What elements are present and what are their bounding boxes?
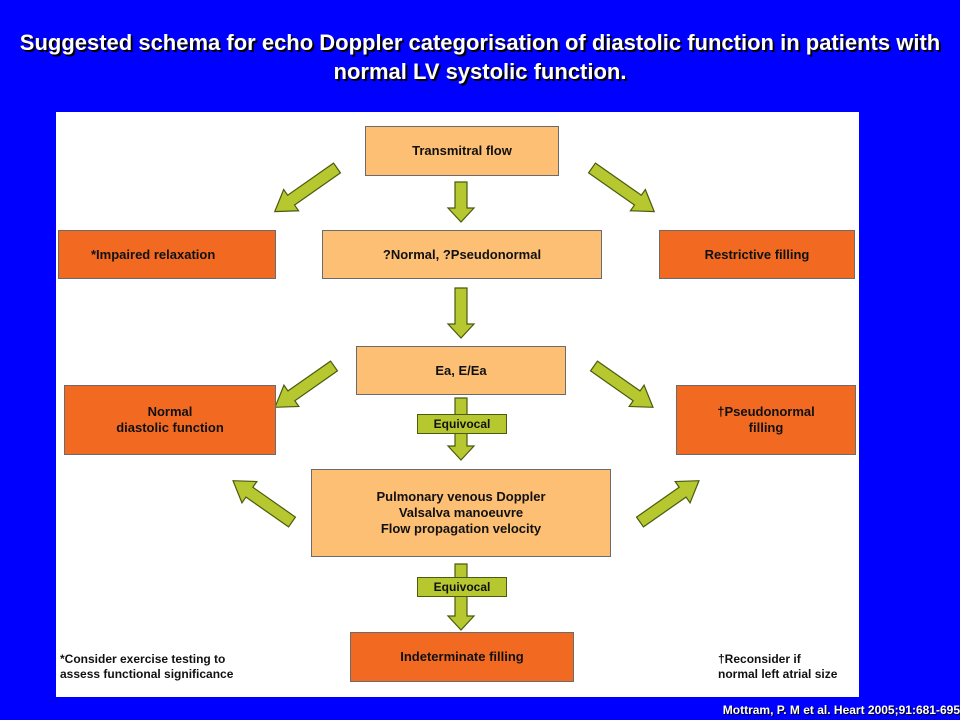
box-normal-pseudonormal: ?Normal, ?Pseudonormal bbox=[322, 230, 602, 279]
diagram-panel: Transmitral flow *Impaired relaxation ?N… bbox=[56, 112, 859, 697]
box-indeterminate-filling: Indeterminate filling bbox=[350, 632, 574, 682]
citation: Mottram, P. M et al. Heart 2005;91:681-6… bbox=[722, 703, 960, 717]
arrow-to-normal-diastolic bbox=[274, 360, 339, 408]
box-normal-diastolic-function: Normal diastolic function bbox=[64, 385, 276, 455]
arrow-down-2 bbox=[446, 287, 476, 339]
note-reconsider: †Reconsider if normal left atrial size bbox=[718, 652, 838, 681]
arrow-pulmonary-to-pseudonormal bbox=[635, 480, 700, 528]
arrow-to-restrictive bbox=[587, 162, 656, 213]
arrow-to-pseudonormal bbox=[589, 360, 654, 408]
box-impaired-relaxation: *Impaired relaxation bbox=[58, 230, 276, 279]
arrow-to-impaired bbox=[273, 162, 342, 213]
box-ea-eea: Ea, E/Ea bbox=[356, 346, 566, 395]
slide-title: Suggested schema for echo Doppler catego… bbox=[19, 30, 941, 84]
arrow-down-4 bbox=[446, 563, 476, 631]
arrow-layer bbox=[232, 162, 700, 631]
note-exercise-testing: *Consider exercise testing to assess fun… bbox=[60, 652, 234, 681]
tag-equivocal-1: Equivocal bbox=[417, 414, 507, 434]
box-restrictive-filling: Restrictive filling bbox=[659, 230, 855, 279]
tag-equivocal-2: Equivocal bbox=[417, 577, 507, 597]
box-transmitral-flow: Transmitral flow bbox=[365, 126, 559, 176]
arrow-down-1 bbox=[446, 181, 476, 223]
box-pulmonary-tests: Pulmonary venous Doppler Valsalva manoeu… bbox=[311, 469, 611, 557]
box-pseudonormal-filling: †Pseudonormal filling bbox=[676, 385, 856, 455]
arrow-pulmonary-to-normal bbox=[232, 480, 297, 528]
